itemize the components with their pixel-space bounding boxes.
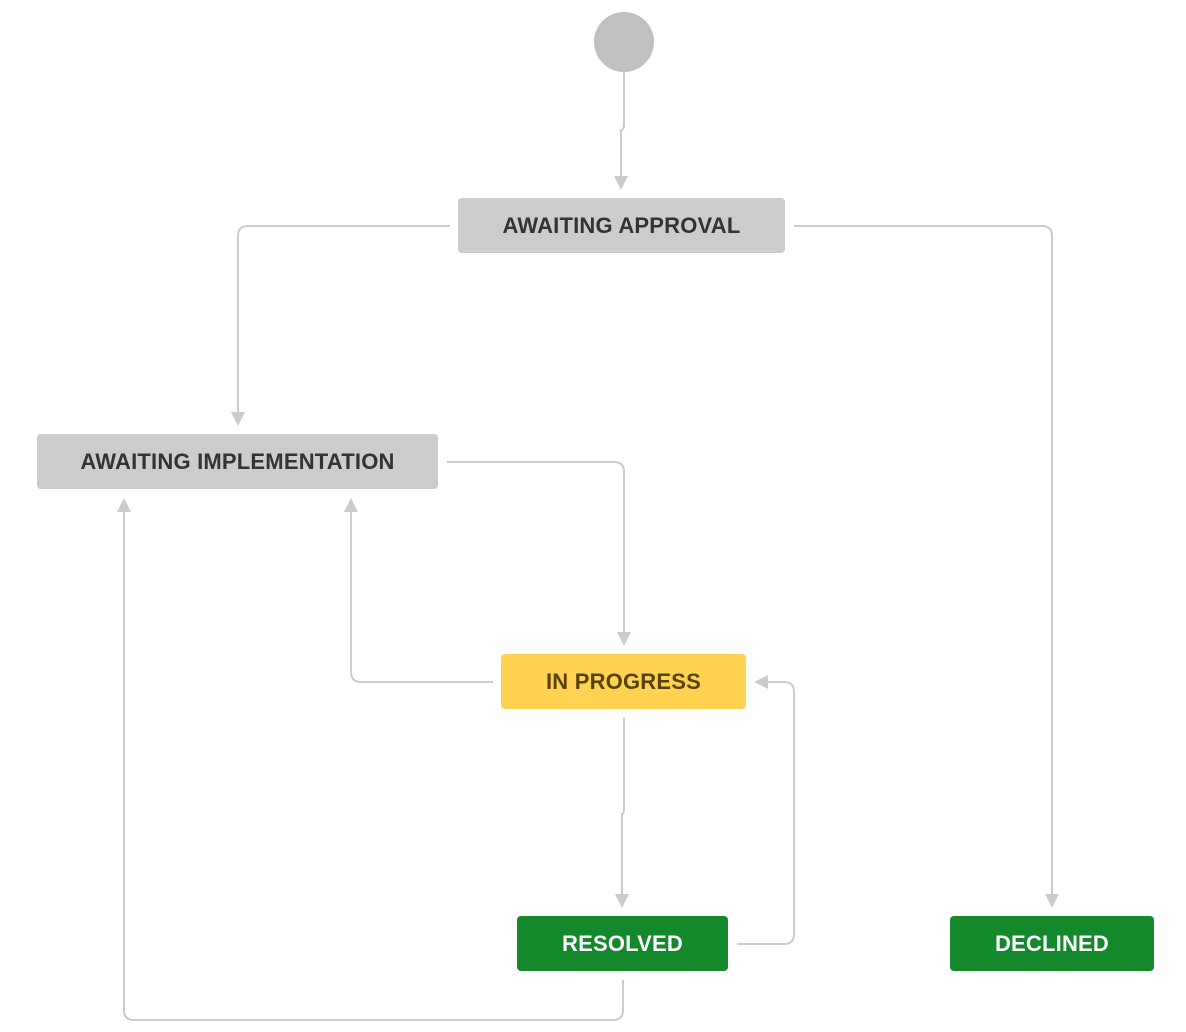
transition-implementation-to-in-progress[interactable] bbox=[447, 461, 625, 634]
transition-resolved-to-implementation[interactable] bbox=[123, 510, 624, 1021]
arrowhead-icon bbox=[617, 632, 631, 646]
arrowhead-icon bbox=[117, 498, 131, 512]
status-label: AWAITING APPROVAL bbox=[502, 212, 741, 238]
status-label: RESOLVED bbox=[562, 930, 683, 956]
start-node-icon[interactable] bbox=[594, 12, 654, 72]
status-declined[interactable]: DECLINED bbox=[950, 916, 1154, 971]
arrowhead-icon bbox=[1045, 894, 1059, 908]
transition-approval-to-implementation[interactable] bbox=[237, 225, 450, 414]
status-label: DECLINED bbox=[994, 930, 1110, 956]
transition-in-progress-to-resolved[interactable] bbox=[621, 718, 625, 896]
transition-in-progress-to-implementation[interactable] bbox=[350, 510, 493, 683]
arrowhead-icon bbox=[231, 412, 245, 426]
status-awaiting-approval[interactable]: AWAITING APPROVAL bbox=[458, 198, 785, 253]
transition-approval-to-declined[interactable] bbox=[794, 225, 1053, 896]
status-label: IN PROGRESS bbox=[545, 668, 701, 694]
arrowhead-icon bbox=[344, 498, 358, 512]
transition-resolved-to-in-progress[interactable] bbox=[737, 681, 795, 945]
arrowhead-icon bbox=[754, 675, 768, 689]
status-resolved[interactable]: RESOLVED bbox=[517, 916, 728, 971]
transition-start-to-awaiting-approval[interactable] bbox=[620, 72, 625, 178]
arrowhead-icon bbox=[614, 176, 628, 190]
arrowhead-icon bbox=[615, 894, 629, 908]
transition-connectors bbox=[117, 72, 1059, 1021]
status-label: AWAITING IMPLEMENTATION bbox=[80, 448, 395, 474]
status-awaiting-implementation[interactable]: AWAITING IMPLEMENTATION bbox=[37, 434, 438, 489]
status-in-progress[interactable]: IN PROGRESS bbox=[501, 654, 746, 709]
